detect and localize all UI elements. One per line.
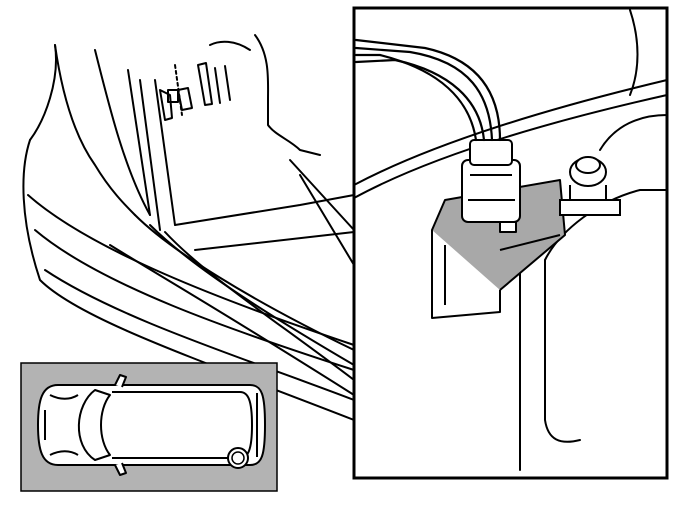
car-mirror-bottom — [114, 462, 127, 476]
marker-outer-ring — [227, 447, 249, 469]
mounting-bolt — [559, 156, 621, 216]
wire-4 — [354, 38, 502, 142]
wire-1 — [354, 53, 478, 142]
pillar-line-2 — [127, 69, 151, 216]
connector-housing — [461, 159, 521, 223]
pillar-line-1 — [94, 49, 151, 216]
threshold-line-3 — [164, 231, 355, 381]
bracket-front-face — [431, 230, 501, 319]
detail-side-panel-3 — [544, 259, 581, 443]
detail-side-panel — [599, 114, 668, 151]
circle-marker-icon — [227, 447, 249, 469]
wire-2 — [354, 58, 486, 142]
bumper-inner-line-2 — [34, 229, 355, 371]
bumper-inner-line-1 — [27, 194, 355, 346]
trim-clip-3 — [214, 67, 221, 104]
quarter-panel-top — [29, 44, 57, 141]
wiring-connector — [461, 139, 521, 233]
connector-latch — [499, 221, 517, 233]
trim-bracket — [159, 89, 173, 121]
car-mirror-top — [114, 374, 127, 388]
wire-3 — [354, 46, 494, 142]
car-bonnet-line-2 — [49, 450, 79, 456]
connector-detail-lines — [468, 174, 515, 201]
cargo-floor-line — [174, 194, 355, 226]
bracket-fold — [499, 234, 561, 251]
callout-leader-2 — [299, 174, 355, 266]
wire-harness — [354, 38, 502, 142]
bolt-top — [575, 156, 601, 174]
cargo-area-scene — [22, 34, 355, 421]
bolt-bracket — [559, 199, 621, 216]
quarter-panel-edge — [54, 44, 136, 216]
trim-panel-outline — [254, 34, 321, 156]
pillar-line-3 — [139, 79, 161, 231]
location-inset — [20, 362, 278, 492]
threshold-line-2 — [149, 224, 355, 366]
trim-box — [167, 89, 179, 103]
connector-detail-view — [352, 6, 669, 480]
car-windscreen — [77, 389, 111, 461]
trim-clip-2 — [197, 62, 213, 106]
callout-leader-1 — [289, 159, 355, 231]
threshold-line-4 — [109, 244, 355, 396]
detail-body-curve-1 — [353, 79, 668, 186]
bumper-inner-line-3 — [44, 269, 355, 401]
car-bonnet-line-1 — [49, 394, 79, 400]
connector-top — [469, 139, 513, 166]
marker-inner-ring — [231, 451, 245, 465]
pillar-line-4 — [154, 79, 176, 226]
floor-edge — [194, 231, 355, 251]
floor-edge-2 — [209, 40, 251, 51]
detail-top-line — [629, 9, 639, 96]
trim-clip-4 — [224, 65, 231, 101]
threshold-line-1 — [134, 214, 355, 351]
